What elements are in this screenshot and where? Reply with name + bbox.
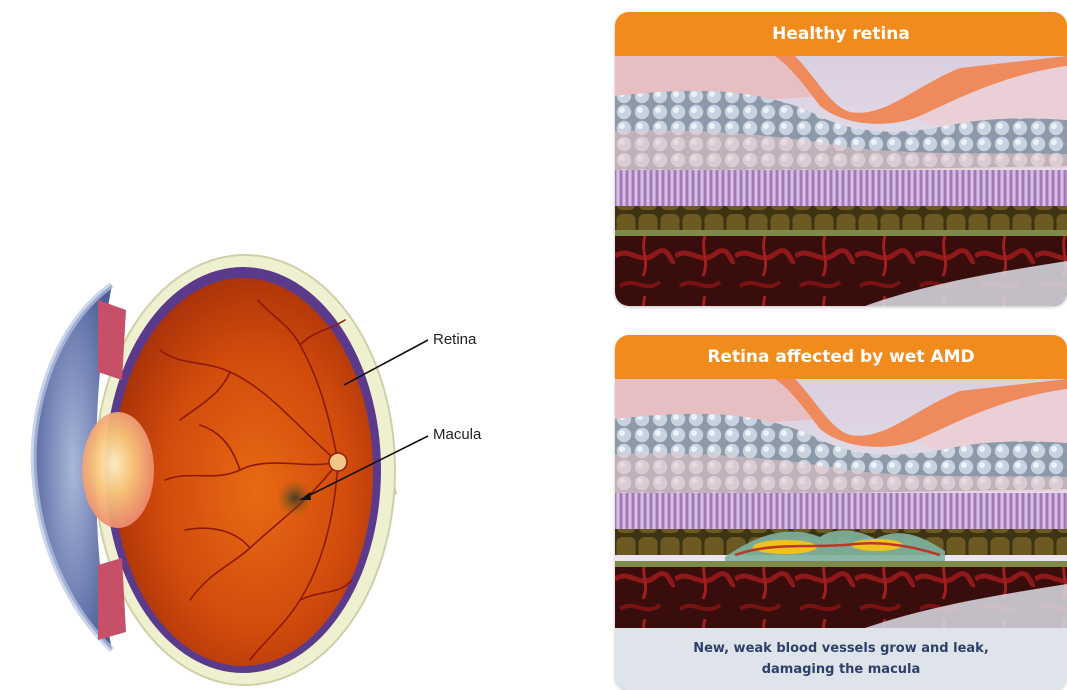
eye-illustration-panel: Retina Macula — [0, 0, 600, 690]
wet-amd-caption: New, weak blood vessels grow and leak, d… — [615, 628, 1067, 690]
wet-amd-retina-panel: Retina affected by wet AMD New, weak blo… — [615, 335, 1067, 690]
wet-amd-caption-line-1: New, weak blood vessels grow and leak, — [615, 638, 1067, 659]
macula-callout-line — [300, 436, 428, 500]
healthy-retina-illustration — [615, 56, 1067, 306]
retina-label: Retina — [433, 331, 476, 348]
macula-label: Macula — [433, 426, 481, 443]
healthy-retina-title: Healthy retina — [615, 12, 1067, 56]
wet-amd-caption-line-2: damaging the macula — [615, 659, 1067, 680]
macula-callout-arrow — [300, 492, 311, 500]
healthy-retina-panel: Healthy retina — [615, 12, 1067, 306]
callout-lines — [0, 0, 600, 690]
wet-amd-retina-title: Retina affected by wet AMD — [615, 335, 1067, 379]
retina-callout-line — [344, 340, 428, 385]
wet-amd-retina-illustration — [615, 379, 1067, 628]
